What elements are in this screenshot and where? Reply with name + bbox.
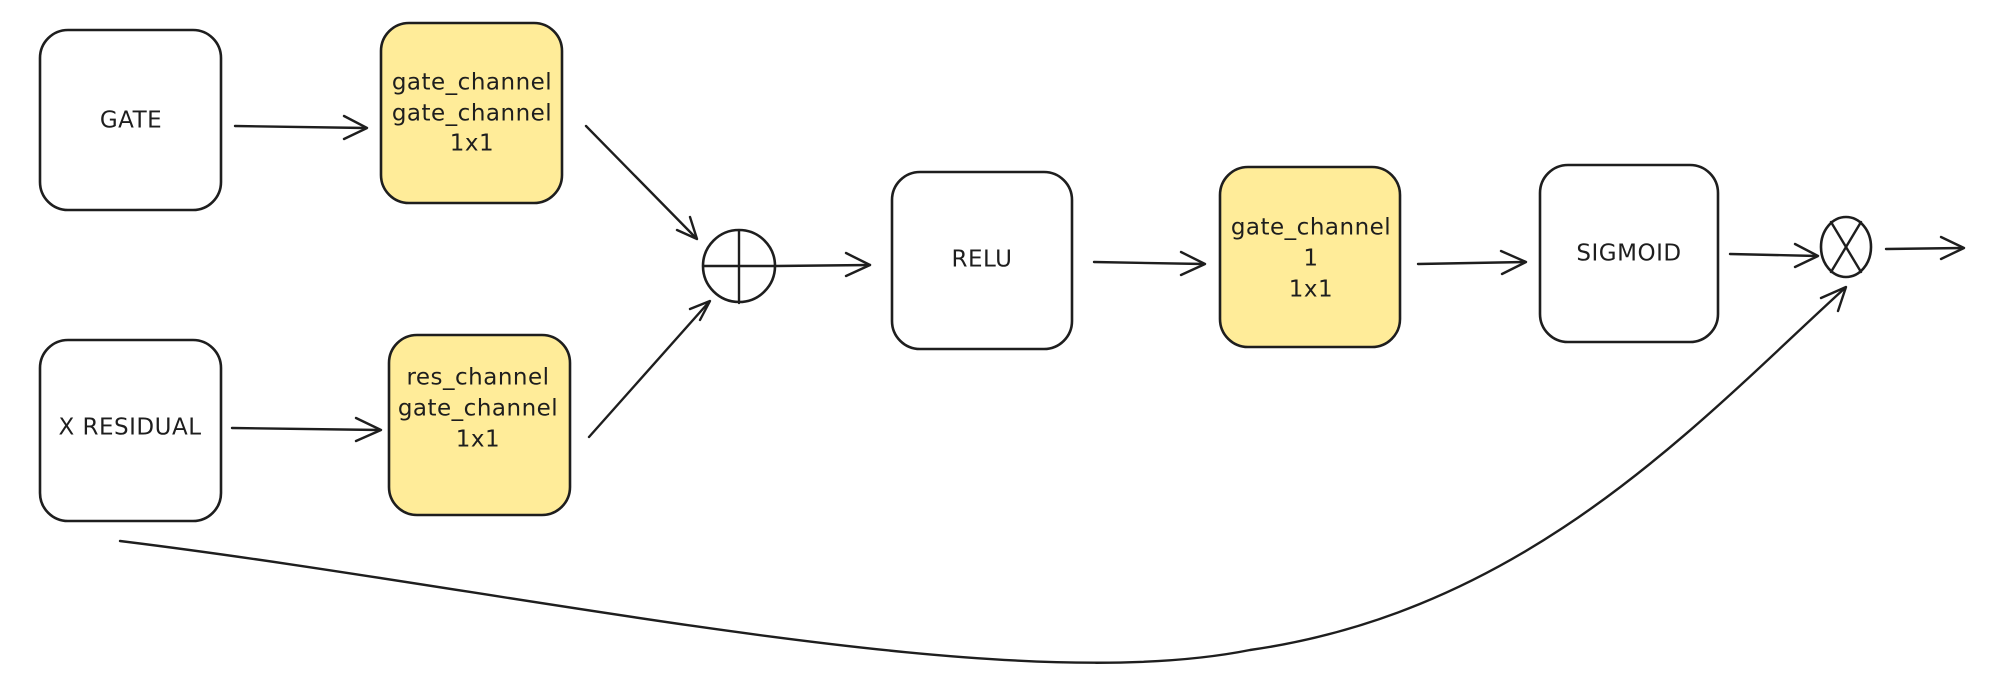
gate-conv-line-2: gate_channel	[392, 101, 552, 127]
relu-node[interactable]: RELU	[890, 170, 1074, 351]
sigmoid-node[interactable]: SIGMOID	[1538, 163, 1720, 344]
gate-node[interactable]: GATE	[38, 28, 223, 212]
edge-res-conv-to-add	[587, 299, 712, 439]
psi-conv-line-2: 1	[1303, 246, 1318, 272]
edge-psi-conv-to-sigmoid	[1416, 249, 1528, 276]
res-conv-line-2: gate_channel	[398, 396, 558, 422]
edge-gate-conv-to-add	[584, 124, 699, 241]
gate-node-label: GATE	[100, 108, 162, 134]
psi-conv-line-1: gate_channel	[1231, 215, 1391, 241]
edge-add-to-relu	[774, 251, 872, 278]
res-conv-node[interactable]: res_channel gate_channel 1x1	[387, 333, 572, 517]
res-conv-line-1: res_channel	[406, 365, 549, 391]
psi-conv-node[interactable]: gate_channel 1 1x1	[1218, 165, 1402, 349]
sigmoid-node-label: SIGMOID	[1576, 241, 1681, 267]
psi-conv-line-3: 1x1	[1289, 277, 1333, 303]
edge-multiply-to-output	[1884, 235, 1966, 261]
x-residual-node[interactable]: X RESIDUAL	[38, 338, 223, 523]
gate-conv-line-1: gate_channel	[392, 70, 552, 96]
edge-residual-skip-to-multiply	[118, 285, 1848, 664]
add-operator[interactable]	[701, 228, 777, 305]
gate-conv-line-3: 1x1	[450, 131, 494, 157]
edge-residual-to-res-conv	[230, 416, 383, 443]
x-residual-node-label: X RESIDUAL	[58, 415, 201, 441]
gate-conv-node[interactable]: gate_channel gate_channel 1x1	[379, 21, 564, 205]
edge-relu-to-psi-conv	[1092, 250, 1207, 277]
edge-sigmoid-to-multiply	[1728, 242, 1820, 269]
res-conv-line-3: 1x1	[456, 427, 500, 453]
edge-gate-to-gate-conv	[233, 114, 369, 141]
relu-node-label: RELU	[951, 247, 1012, 273]
multiply-operator[interactable]	[1819, 215, 1873, 279]
